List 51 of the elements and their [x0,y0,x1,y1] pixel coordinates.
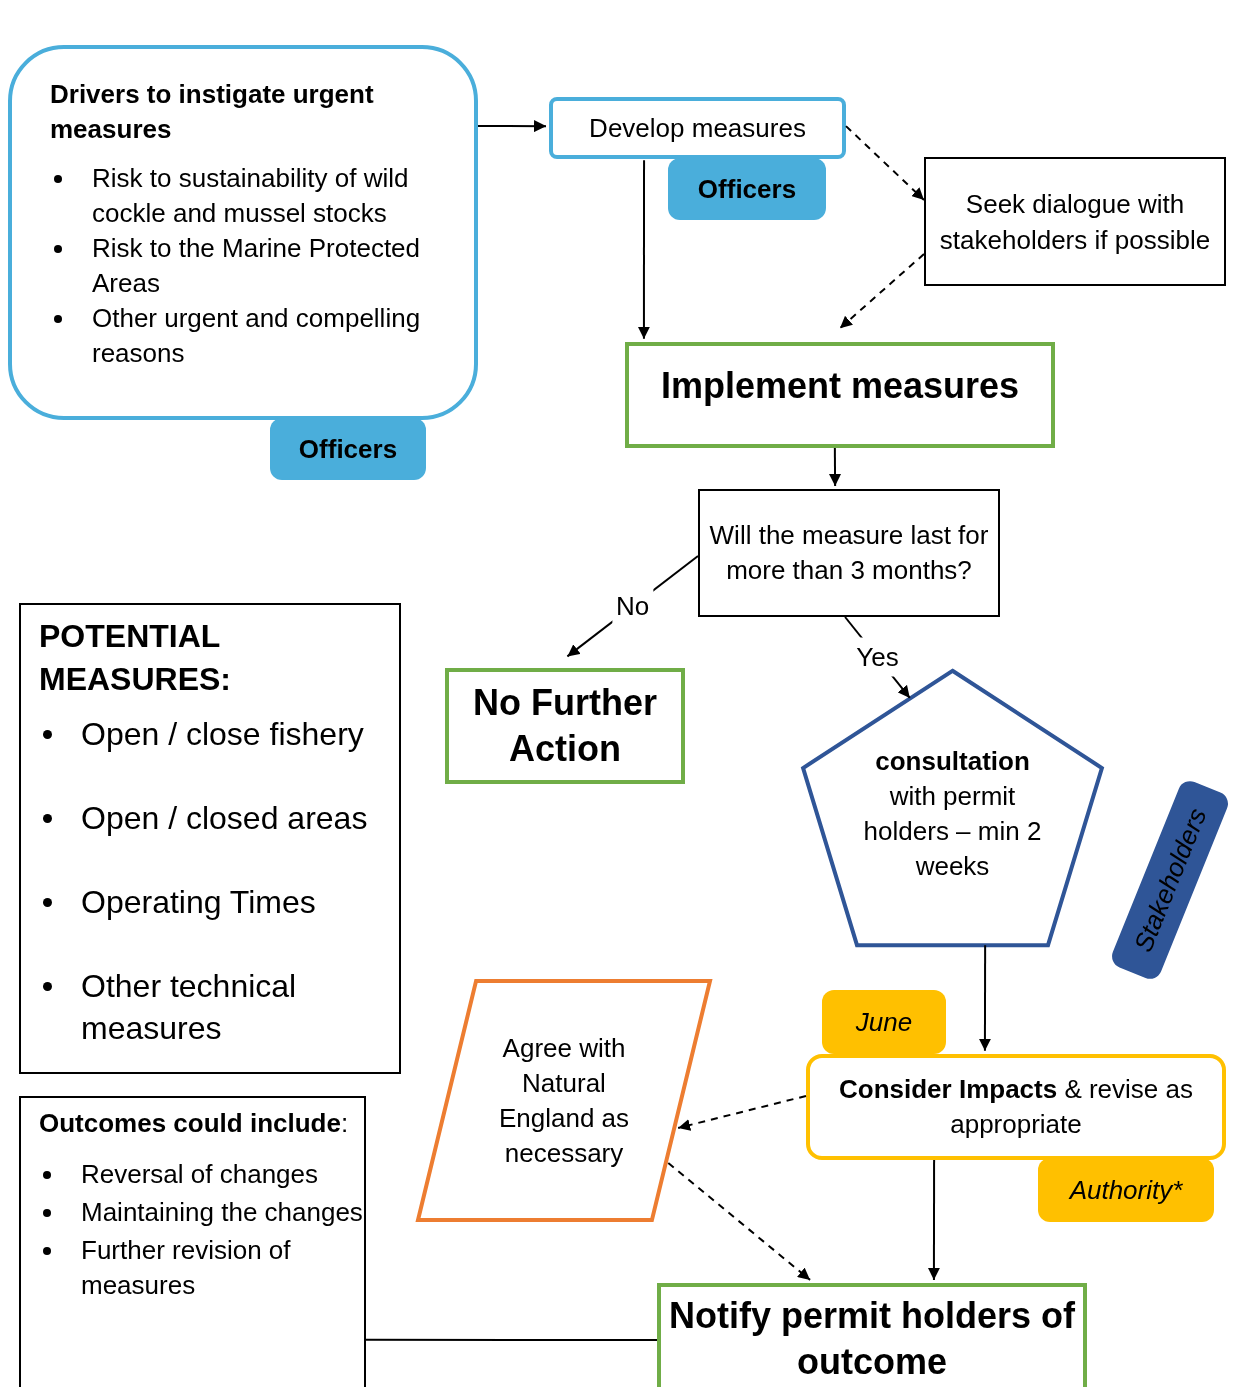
arrow [477,120,548,133]
bullet-item: Other technical measures [39,965,399,1049]
process-box [625,342,1055,448]
node-text: Authority* [1069,1173,1183,1207]
date-tag [822,990,946,1054]
node-text: Develop measures [589,111,806,145]
arrow [978,944,991,1052]
measures-box [19,603,401,1074]
role-tag [668,158,826,220]
node-text: June [855,1005,913,1039]
node-text: Officers [697,172,797,206]
node-text: Notify permit holders of outcome [668,1294,1076,1384]
outcomes-box [19,1096,366,1387]
terminal-box [657,1283,1087,1387]
bullet-item: Reversal of changes [39,1157,364,1192]
bullet-item: Open / closed areas [39,797,399,839]
node-text: Seek dialogue with stakeholders if possible [938,187,1212,257]
connector-line [365,1338,658,1341]
process-box [806,1054,1226,1160]
node-text: Will the measure last for more than 3 months? [708,519,990,587]
node-text: Agree with Natural England as necessary [497,1031,631,1170]
process-box [549,97,846,159]
bullet-item: Risk to the Marine Protected Areas [50,231,458,301]
arrow [927,1159,940,1281]
node-text: consultation with permit holders – min 2 weeks [862,745,1043,883]
role-tag [1038,1158,1214,1222]
node-text: Officers [298,432,398,466]
arrow [829,447,841,488]
driver-box [8,45,478,420]
bullet-item: Open / close fishery [39,713,399,755]
decision-box [698,489,1000,617]
bullet-item: Other urgent and compelling reasons [50,301,458,371]
bullet-item: Maintaining the changes [39,1195,364,1230]
role-tag [270,418,426,480]
box-heading: Outcomes could include: [39,1107,350,1140]
node-text: Consider Impacts & revise as appropriate [838,1073,1194,1141]
arrow [637,159,650,340]
arrow [677,1095,807,1131]
node-text: No Further Action [472,681,658,771]
bullet-item: Risk to sustainability of wild cockle and mussel stocks [50,161,458,231]
process-box [924,157,1226,286]
arrow [845,125,925,201]
arrow [667,1161,812,1281]
edge-label: No [612,586,654,626]
terminal-box [445,668,685,784]
box-heading: Drivers to instigate urgent measures [50,78,375,146]
node-text: Implement measures [660,364,1020,408]
bullet-item: Operating Times [39,881,399,923]
arrow [839,253,925,330]
box-heading: POTENTIAL MEASURES: [39,617,232,699]
bullet-item: Further revision of measures [39,1233,364,1303]
